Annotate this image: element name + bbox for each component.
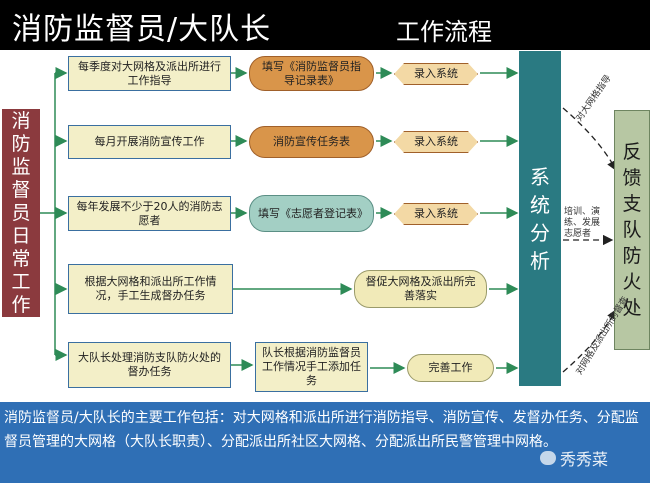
watermark-text: 秀秀菜 bbox=[560, 450, 609, 469]
enter-system-3: 录入系统 bbox=[394, 203, 478, 225]
form-guidance-record: 填写《消防监督员指导记录表》 bbox=[249, 56, 374, 91]
title-bar: 消防监督员/大队长 工作流程 bbox=[0, 0, 650, 50]
system-analysis-box: 系统分析 bbox=[519, 51, 561, 386]
page-title: 消防监督员/大队长 bbox=[12, 12, 272, 47]
enter-system-2: 录入系统 bbox=[394, 131, 478, 153]
feedback-arrow-top bbox=[562, 107, 617, 172]
summary-text: 消防监督员/大队长的主要工作包括：对大网格和派出所进行消防指导、消防宣传、发督办… bbox=[4, 410, 639, 450]
task-box-supervision: 根据大网格和派出所工作情况，手工生成督办任务 bbox=[68, 264, 233, 314]
summary-footer: 消防监督员/大队长的主要工作包括：对大网格和派出所进行消防指导、消防宣传、发督办… bbox=[0, 402, 650, 483]
improve-work: 完善工作 bbox=[407, 354, 494, 382]
form-volunteer-registration: 填写《志愿者登记表》 bbox=[249, 195, 374, 232]
enter-system-1: 录入系统 bbox=[394, 63, 478, 85]
watermark: 秀秀菜 bbox=[540, 446, 608, 470]
form-publicity-tasks: 消防宣传任务表 bbox=[249, 126, 374, 158]
daily-work-box: 消防监督员日常工作 bbox=[2, 109, 40, 317]
captain-add-tasks: 队长根据消防监督员工作情况手工添加任务 bbox=[255, 342, 368, 392]
annotation-middle: 培训、演练、发展志愿者 bbox=[564, 207, 601, 239]
page-subtitle: 工作流程 bbox=[396, 18, 492, 46]
task-box-captain-tasks: 大队长处理消防支队防火处的督办任务 bbox=[68, 342, 231, 388]
task-box-publicity: 每月开展消防宣传工作 bbox=[68, 125, 231, 159]
supervise-implementation: 督促大网格及派出所完善落实 bbox=[354, 270, 487, 308]
task-box-guidance: 每季度对大网格及派出所进行工作指导 bbox=[68, 56, 231, 91]
feedback-arrow-bottom bbox=[562, 308, 617, 373]
wechat-icon bbox=[540, 451, 556, 465]
task-box-volunteers: 每年发展不少于20人的消防志愿者 bbox=[68, 196, 231, 231]
